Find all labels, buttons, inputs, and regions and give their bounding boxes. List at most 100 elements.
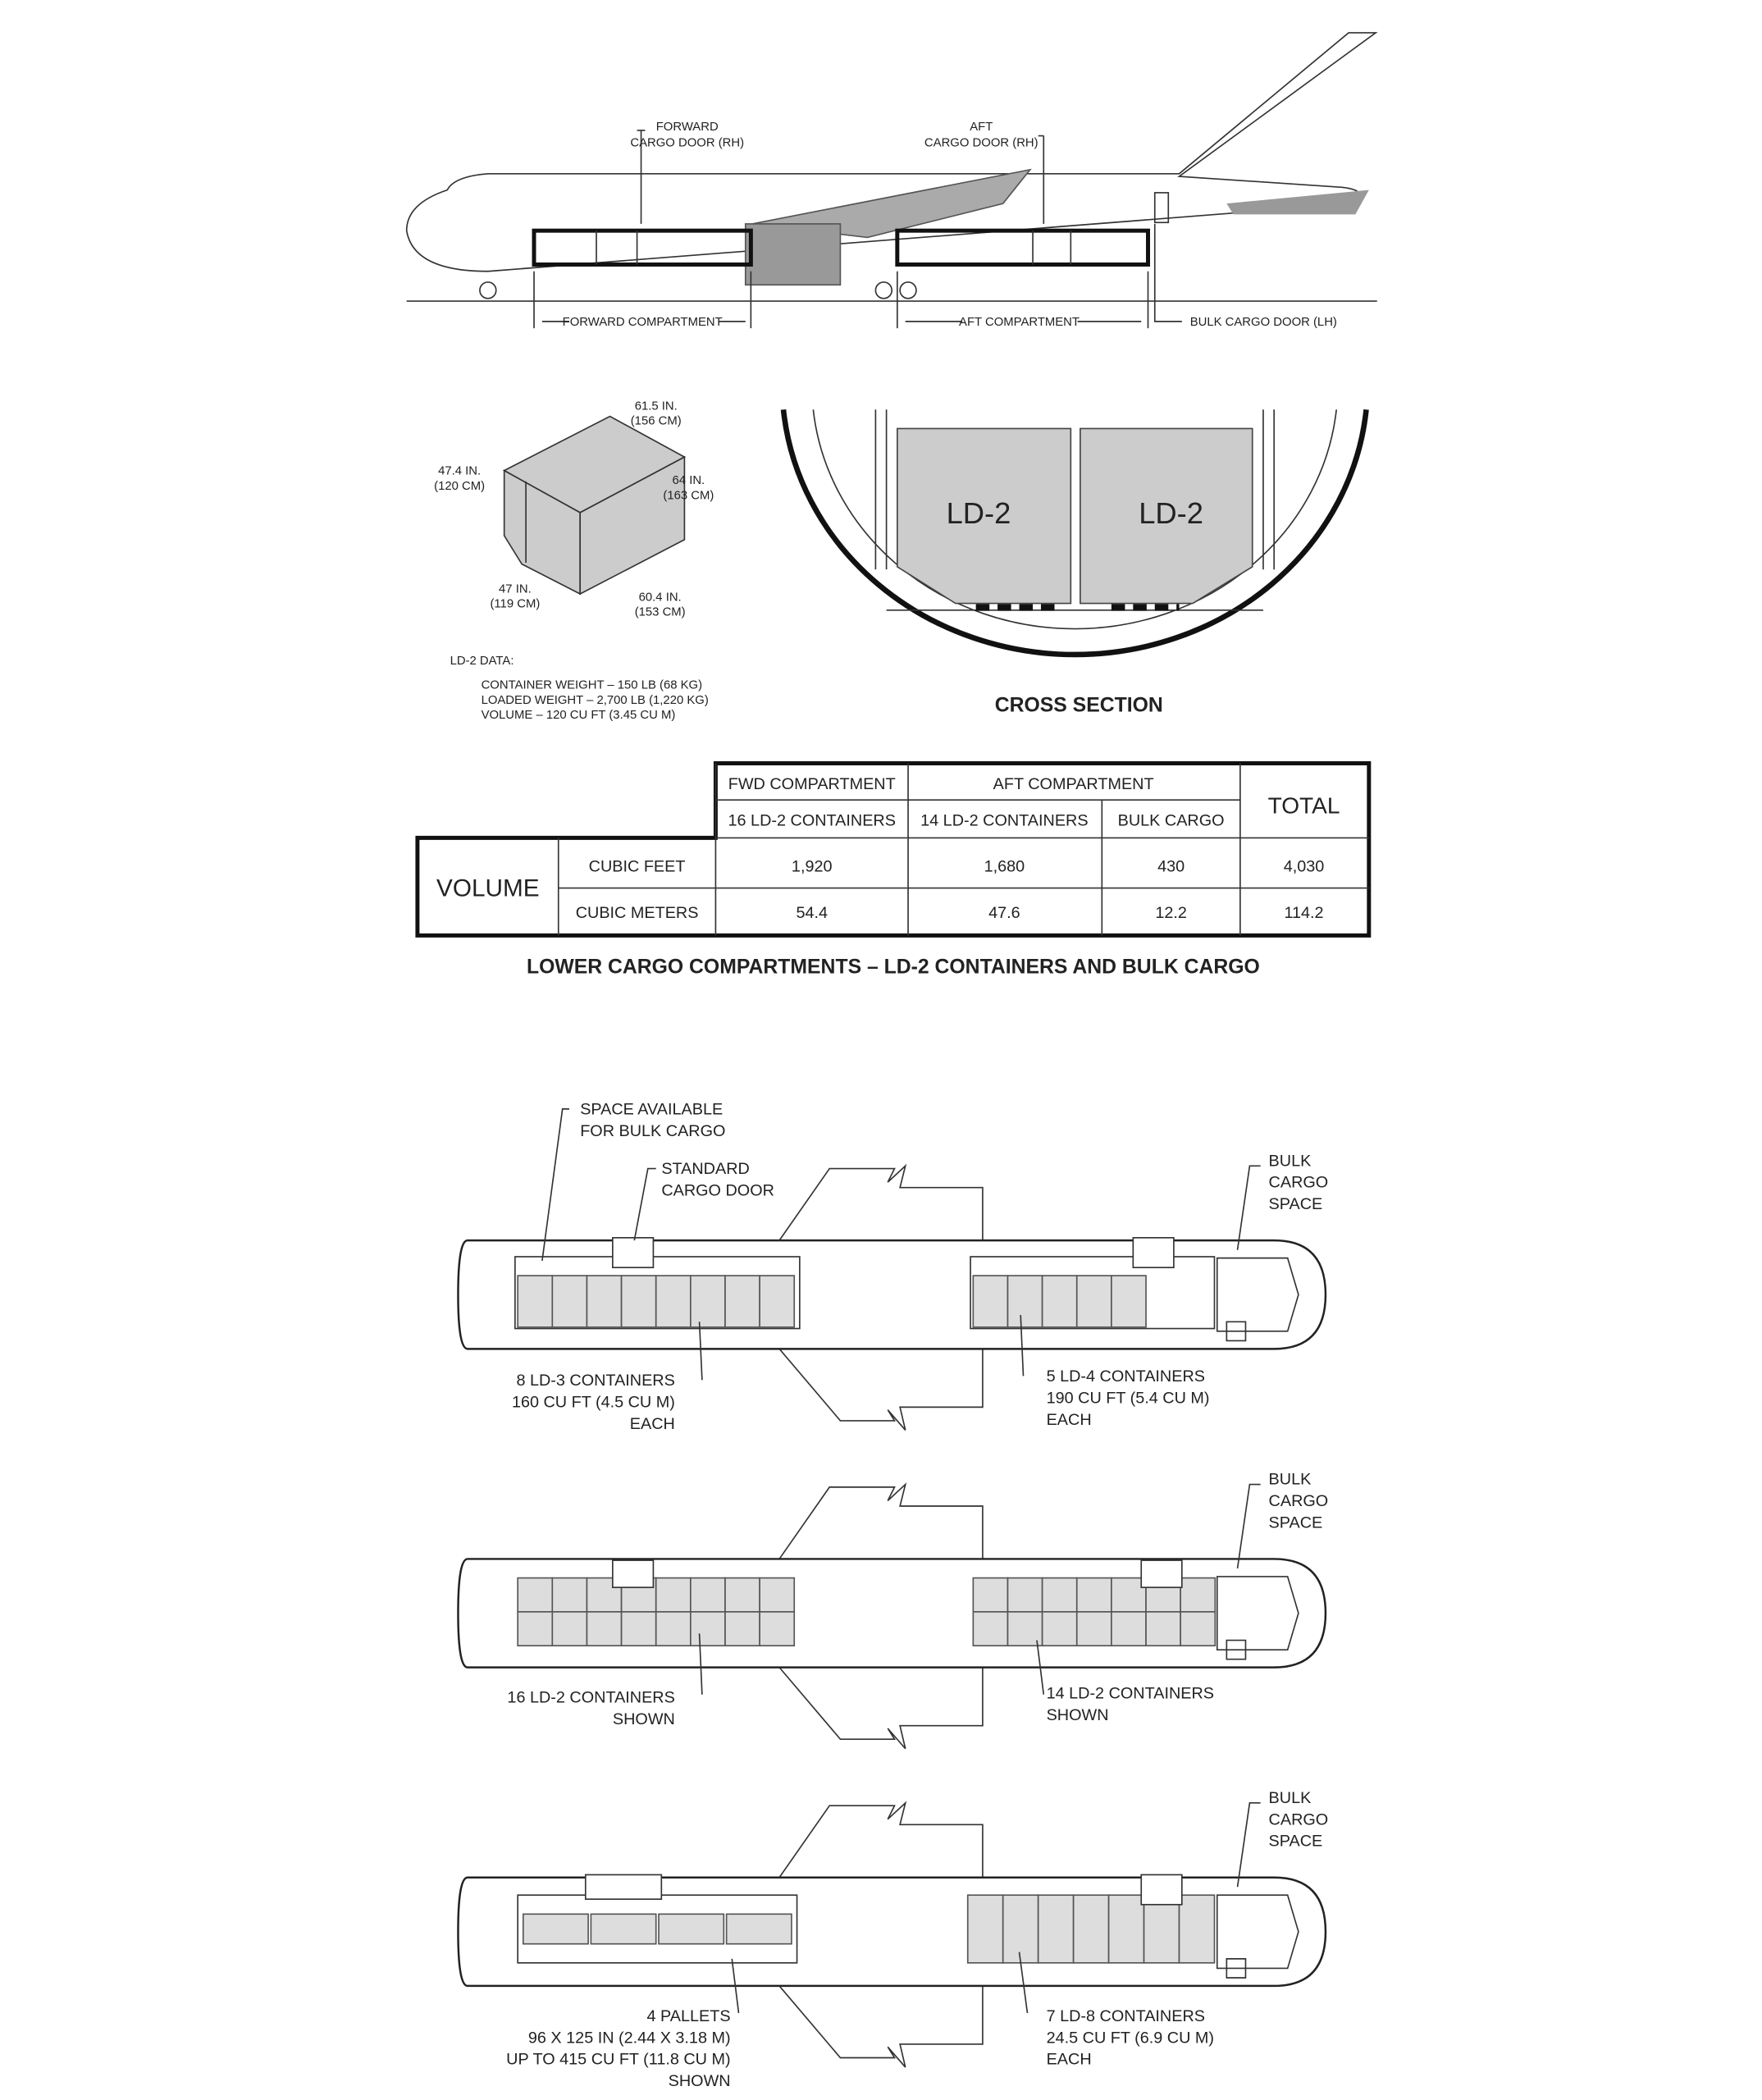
forward-cargo-door-label: FORWARD xyxy=(656,121,719,134)
ld3-container xyxy=(655,1275,692,1328)
ld8-container xyxy=(1143,1894,1180,1964)
aft-cargo-door-label: AFT xyxy=(970,121,993,134)
cell: 12.2 xyxy=(1155,904,1187,922)
pallet xyxy=(522,1913,589,1945)
bulk-cargo-space-label: BULK xyxy=(1269,1152,1312,1170)
aft-compartment-header: AFT COMPARTMENT xyxy=(993,775,1154,793)
aft-note: 14 LD-2 CONTAINERS xyxy=(1047,1685,1214,1703)
aft-note: 190 CU FT (5.4 CU M) xyxy=(1047,1389,1210,1407)
cell: 1,920 xyxy=(792,858,833,876)
ld4-container xyxy=(1041,1275,1078,1328)
dim-top-cm: (156 CM) xyxy=(631,414,682,427)
dim-right: 64 IN. xyxy=(673,474,705,487)
ld2-container xyxy=(517,1577,554,1613)
ld2-container xyxy=(586,1611,623,1647)
ld2-container xyxy=(1075,1577,1112,1613)
fwd-note: UP TO 415 CU FT (11.8 CU M) xyxy=(506,2051,730,2069)
fwd-note: SHOWN xyxy=(669,2072,731,2090)
standard-cargo-door-label: STANDARD xyxy=(661,1160,750,1178)
dim-bottom-right: 60.4 IN. xyxy=(639,591,682,604)
aft-note: EACH xyxy=(1047,1411,1092,1429)
aft-note: SHOWN xyxy=(1047,1706,1109,1724)
ld2-data-line: LOADED WEIGHT – 2,700 LB (1,220 KG) xyxy=(482,694,709,707)
aft-compartment-label: AFT COMPARTMENT xyxy=(959,316,1080,329)
ld2-container xyxy=(972,1611,1009,1647)
ld3-container xyxy=(620,1275,657,1328)
ld2-container xyxy=(551,1577,588,1613)
fwd-note: 8 LD-3 CONTAINERS xyxy=(516,1372,674,1390)
ld8-container xyxy=(966,1894,1004,1964)
table-caption: LOWER CARGO COMPARTMENTS – LD-2 CONTAINE… xyxy=(527,956,1260,979)
bulk-cargo-space-label: CARGO xyxy=(1269,1810,1329,1828)
ld2-container xyxy=(759,1577,796,1613)
sub-header: 16 LD-2 CONTAINERS xyxy=(728,812,896,830)
aft-note: 24.5 CU FT (6.9 CU M) xyxy=(1047,2029,1214,2047)
bulk-cargo-space-label: CARGO xyxy=(1269,1174,1329,1192)
ld3-container xyxy=(586,1275,623,1328)
ld2-data-line: VOLUME – 120 CU FT (3.45 CU M) xyxy=(482,709,676,722)
dim-bottom-left: 47 IN. xyxy=(499,582,532,596)
ld2-container xyxy=(620,1611,657,1647)
bulk-space-label: SPACE AVAILABLE xyxy=(580,1100,723,1118)
total-header: TOTAL xyxy=(1268,793,1340,819)
sub-header: BULK CARGO xyxy=(1118,812,1225,830)
ld2-data-title: LD-2 DATA: xyxy=(450,655,514,668)
ld8-container xyxy=(1072,1894,1110,1964)
cell: 114.2 xyxy=(1284,904,1323,922)
pallet xyxy=(658,1913,725,1945)
dim-left-cm: (120 CM) xyxy=(434,480,485,493)
ld2-container xyxy=(1180,1577,1217,1613)
ld3-container xyxy=(690,1275,726,1328)
ld2-container xyxy=(690,1611,726,1647)
ld2-container xyxy=(690,1577,726,1613)
ld2-container xyxy=(1180,1611,1217,1647)
ld2-left-label: LD-2 xyxy=(947,496,1011,530)
aft-cargo-door-label-2: CARGO DOOR (RH) xyxy=(924,137,1038,150)
bulk-cargo-space-label: SPACE xyxy=(1269,1195,1323,1213)
dim-bottom-right-cm: (153 CM) xyxy=(635,605,686,619)
fwd-note: 16 LD-2 CONTAINERS xyxy=(507,1689,674,1707)
ld2-container xyxy=(724,1611,760,1647)
ld4-container xyxy=(1007,1275,1043,1328)
cell: 54.4 xyxy=(796,904,828,922)
ld2-container-drawing: 61.5 IN. (156 CM) 47.4 IN. (120 CM) 64 I… xyxy=(434,399,714,722)
dim-bottom-left-cm: (119 CM) xyxy=(490,598,540,611)
ld8-container xyxy=(1107,1894,1145,1964)
ld2-container xyxy=(759,1611,796,1647)
ld8-container xyxy=(1002,1894,1039,1964)
dim-top: 61.5 IN. xyxy=(635,399,678,413)
ld2-container xyxy=(1145,1611,1181,1647)
ld2-container xyxy=(551,1611,588,1647)
ld3-container xyxy=(551,1275,588,1328)
forward-cargo-door-label-2: CARGO DOOR (RH) xyxy=(630,137,744,150)
bulk-cargo-space-label: BULK xyxy=(1269,1471,1312,1489)
bulk-cargo-door-label: BULK CARGO DOOR (LH) xyxy=(1190,316,1337,329)
volume-table: FWD COMPARTMENT AFT COMPARTMENT TOTAL 16… xyxy=(415,761,1372,979)
plan-view-1: BULK CARGO SPACE SPACE AVAILABLE FOR BULK CA… xyxy=(457,1100,1329,1433)
row-label: CUBIC FEET xyxy=(589,858,686,876)
cross-section: LD-2 LD-2 CROSS SECTION xyxy=(780,409,1369,717)
ld2-data-line: CONTAINER WEIGHT – 150 LB (68 KG) xyxy=(482,679,703,692)
ld2-container xyxy=(1007,1611,1043,1647)
cell: 430 xyxy=(1157,858,1185,876)
row-label: CUBIC METERS xyxy=(576,904,699,922)
fwd-note: 160 CU FT (4.5 CU M) xyxy=(512,1393,675,1411)
bulk-cargo-space-label: CARGO xyxy=(1269,1492,1329,1510)
ld2-container xyxy=(1007,1577,1043,1613)
bulk-cargo-space-label: BULK xyxy=(1269,1789,1312,1807)
ld3-container xyxy=(517,1275,554,1328)
ld4-container xyxy=(1075,1275,1112,1328)
aft-note: 5 LD-4 CONTAINERS xyxy=(1047,1367,1205,1386)
cell: 47.6 xyxy=(988,904,1020,922)
ld3-container xyxy=(724,1275,760,1328)
ld2-container xyxy=(1041,1577,1078,1613)
bulk-space-label: FOR BULK CARGO xyxy=(580,1122,725,1140)
ld2-right-label: LD-2 xyxy=(1139,496,1203,530)
volume-row-label: VOLUME xyxy=(436,874,540,902)
ld2-container xyxy=(1075,1611,1112,1647)
ld2-container xyxy=(655,1611,692,1647)
sub-header: 14 LD-2 CONTAINERS xyxy=(920,812,1088,830)
